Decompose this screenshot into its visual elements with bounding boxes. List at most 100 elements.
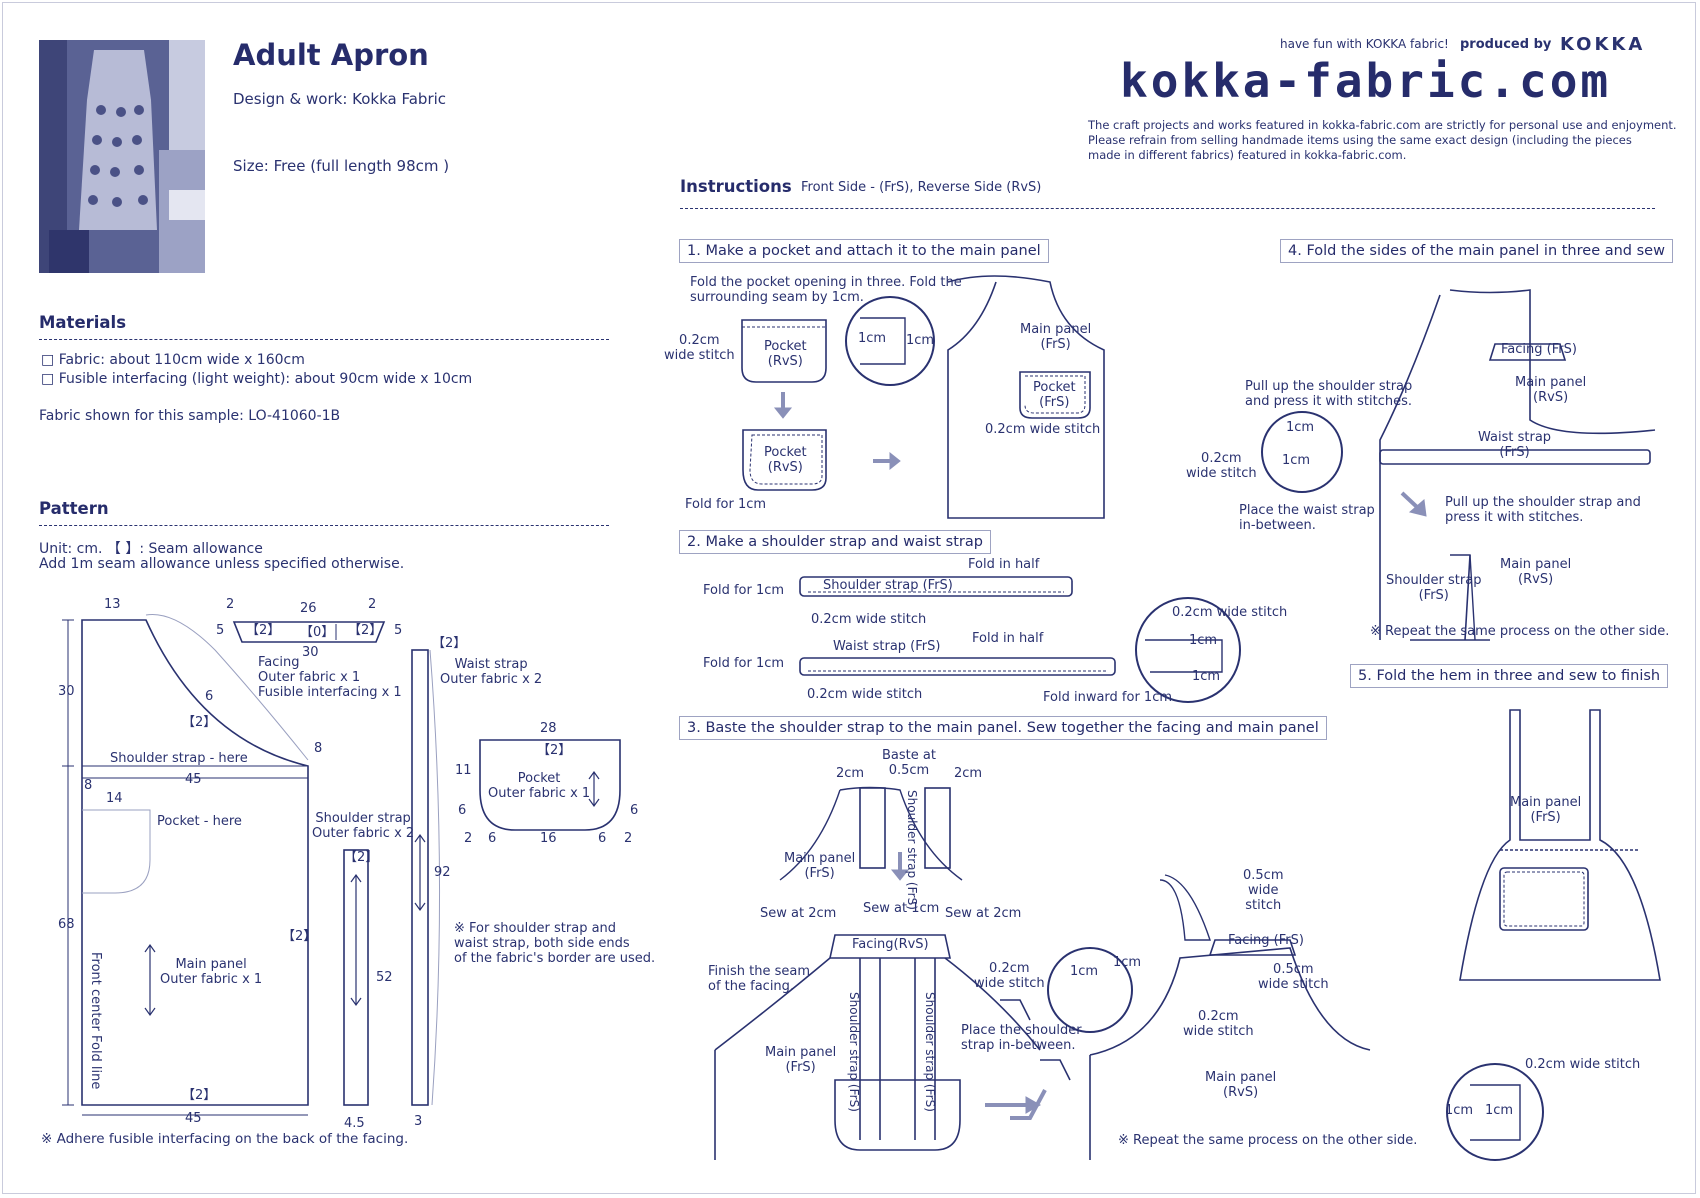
waist-strap-label: Waist strap (FrS) (1478, 430, 1552, 460)
main-panel-label: Main panel (RvS) (1205, 1070, 1277, 1100)
dim-label: 2 (464, 831, 473, 846)
disclaimer-line-1: The craft projects and works featured in… (1088, 118, 1677, 132)
pull-up-label: Pull up the shoulder strap and press it … (1245, 379, 1413, 409)
shoulder-strap-label: Shoulder strap (FrS) (904, 790, 919, 910)
dim-label: 5 (216, 623, 225, 638)
tagline: have fun with KOKKA fabric! (1280, 37, 1449, 51)
shoulder-here-label: Shoulder strap - here (110, 751, 248, 766)
facing-label: Facing(RvS) (852, 937, 929, 952)
site-logo: kokka-fabric.com (1120, 54, 1612, 108)
disclaimer-line-2: Please refrain from selling handmade ite… (1088, 133, 1632, 147)
instructions-heading: Instructions (680, 177, 792, 196)
main-panel-label: Main panel (RvS) (1515, 375, 1587, 405)
dim-label: 6 (205, 689, 214, 704)
stitch-label: 0.2cm wide stitch (974, 961, 1045, 991)
instructions-divider (680, 208, 1655, 209)
facing-label: Facing (FrS) (1228, 933, 1304, 948)
dim-label: 1cm (1282, 453, 1311, 468)
dim-label: 92 (434, 865, 451, 880)
stitch-label: 0.2cm wide stitch (1172, 605, 1288, 620)
dim-label: 30 (302, 645, 319, 660)
main-panel-label: Main panel (FrS) (765, 1045, 837, 1075)
dim-label: 13 (104, 597, 121, 612)
pattern-seam-note: Add 1m seam allowance unless specified o… (39, 556, 405, 572)
dim-label: 68 (58, 917, 75, 932)
dim-label: 14 (106, 791, 123, 806)
step-3-title: 3. Baste the shoulder strap to the main … (679, 716, 1327, 740)
border-note: ※ For shoulder strap and waist strap, bo… (454, 921, 656, 966)
seam-label: 【2】 (432, 636, 467, 651)
main-panel-label: Main panel (FrS) (784, 851, 856, 881)
disclaimer-line-3: made in different fabrics) featured in k… (1088, 148, 1407, 162)
dim-label: 1cm (1113, 955, 1142, 970)
step-4-title: 4. Fold the sides of the main panel in t… (1280, 239, 1673, 263)
repeat-note: ※ Repeat the same process on the other s… (1370, 624, 1670, 639)
stitch-label: 0.2cm wide stitch (811, 612, 927, 627)
fold-label: Fold for 1cm (685, 497, 767, 512)
dim-label: 6 (630, 803, 639, 818)
seam-label: 【2】 (182, 715, 217, 730)
waist-strap-label: Waist strap (FrS) (833, 639, 941, 654)
seam-label: 【2】 (537, 743, 572, 758)
dim-label: 1cm (1192, 669, 1221, 684)
place-label: Place the waist strap in-between. (1239, 503, 1375, 533)
checkbox-icon: □ (41, 371, 55, 387)
dim-label: 52 (376, 970, 393, 985)
sample-fabric: Fabric shown for this sample: LO-41060-1… (39, 408, 341, 424)
stitch-label: 0.2cm wide stitch (1525, 1057, 1641, 1072)
pocket-fold-note: Fold the pocket opening in three. Fold t… (690, 275, 962, 305)
fold-label: Fold for 1cm (703, 656, 785, 671)
stitch-label: 0.2cm wide stitch (807, 687, 923, 702)
materials-divider (39, 339, 609, 340)
design-credit: Design & work: Kokka Fabric (233, 90, 447, 108)
dim-label: 6 (488, 831, 497, 846)
sew-label: Sew at 2cm (760, 906, 837, 921)
waist-strap-label: Waist strap Outer fabric x 2 (440, 657, 543, 687)
step-2-title: 2. Make a shoulder strap and waist strap (679, 530, 991, 554)
seam-label: 【2】 (282, 929, 317, 944)
shoulder-strap-label: Shoulder strap (FrS) (922, 992, 937, 1112)
fold-label: Fold in half (968, 557, 1040, 572)
pull-up-label: Pull up the shoulder strap and press it … (1445, 495, 1641, 525)
dim-label: 30 (58, 684, 75, 699)
dim-label: 1cm (1189, 633, 1218, 648)
step-1-title: 1. Make a pocket and attach it to the ma… (679, 239, 1049, 263)
pattern-divider (39, 525, 609, 526)
facing-note: ※ Adhere fusible interfacing on the back… (41, 1131, 409, 1147)
dim-label: 45 (185, 1111, 202, 1126)
checkbox-icon: □ (41, 352, 55, 368)
place-label: Place the shoulder strap in-between. (961, 1023, 1082, 1053)
shoulder-strap-label: Shoulder strap (FrS) (846, 992, 861, 1112)
fold-line-label: Front center Fold line (87, 952, 103, 1090)
dim-label: 2cm (954, 766, 983, 781)
facing-label: Facing Outer fabric x 1 Fusible interfac… (258, 655, 402, 700)
dim-label: 1cm (1070, 964, 1099, 979)
apron-photo (39, 40, 205, 273)
dim-label: 2 (368, 597, 377, 612)
dim-label: 11 (455, 763, 472, 778)
dim-label: 5 (394, 623, 403, 638)
pattern-heading: Pattern (39, 499, 109, 518)
dim-label: 28 (540, 721, 557, 736)
kokka-logo: KOKKA (1560, 34, 1646, 55)
pocket-outline (479, 739, 621, 831)
dim-label: 6 (598, 831, 607, 846)
shoulder-strap-outline (343, 849, 369, 1106)
dim-label: 1cm (858, 331, 887, 346)
shoulder-strap-label: Shoulder strap (FrS) (823, 578, 953, 593)
seam-label: 【2】 (348, 623, 383, 638)
waist-strap-outline (411, 649, 429, 1106)
pocket-label: Pocket Outer fabric x 1 (488, 771, 591, 801)
pocket-rvs-label: Pocket (RvS) (764, 445, 807, 475)
stitch-label: 0.2cm wide stitch (1183, 1009, 1254, 1039)
seam-label: 【2】 (246, 623, 281, 638)
repeat-note: ※ Repeat the same process on the other s… (1118, 1133, 1418, 1148)
fold-label: Fold for 1cm (703, 583, 785, 598)
sew-label: Sew at 2cm (945, 906, 1022, 921)
material-item: □ Fusible interfacing (light weight): ab… (41, 371, 473, 387)
dim-label: 26 (300, 601, 317, 616)
dim-label: 2 (226, 597, 235, 612)
seam-label: 【0】 (300, 625, 335, 640)
stitch-label: 0.2cm wide stitch (664, 333, 735, 363)
